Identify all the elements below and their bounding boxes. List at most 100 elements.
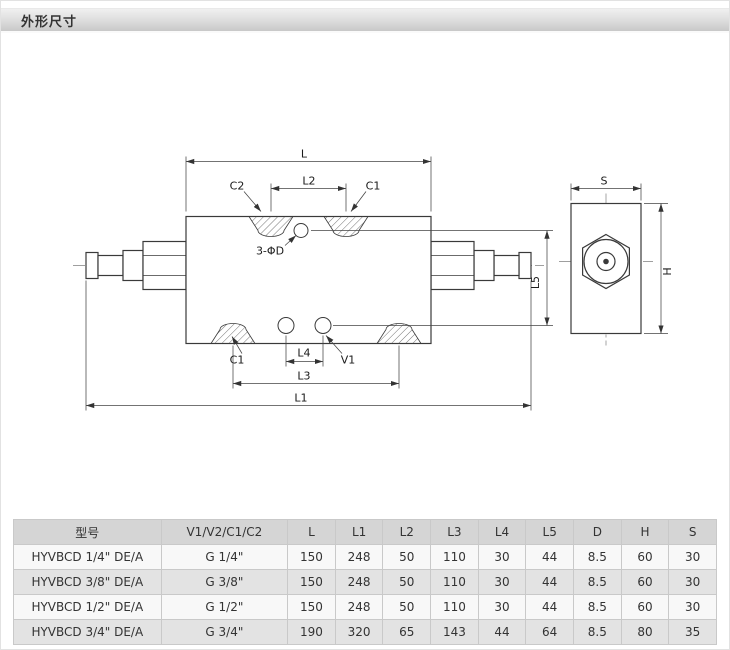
dim-label-C1-top: C1 [366,180,381,193]
table-cell: G 1/4" [160,544,289,570]
table-cell: 30 [668,544,717,570]
right-hex-nut [430,240,475,291]
column-header: 型号 [13,519,162,545]
table-cell: 65 [382,619,432,645]
side-view-hex [581,233,631,290]
table-cell: 64 [525,619,574,645]
dim-label-H: H [661,267,674,275]
table-cell: 30 [668,569,717,595]
table-cell: 80 [620,619,670,645]
table-cell: 110 [430,544,479,570]
table-cell: 190 [287,619,336,645]
column-header: H [620,519,670,545]
table-cell: 8.5 [573,569,622,595]
table-cell: 44 [477,619,527,645]
dim-label-C2-top: C2 [230,180,245,193]
valve-side-view [570,202,642,335]
table-cell: G 3/8" [160,569,289,595]
dim-label-L4: L4 [297,347,310,360]
section-title: 外形尺寸 [21,14,78,30]
table-cell: 8.5 [573,544,622,570]
right-end-cap [518,251,532,280]
table-cell: 150 [287,544,336,570]
port-v1-bottom [376,323,422,344]
dim-label-L: L [301,148,308,161]
table-cell: G 3/4" [160,619,289,645]
table-cell: 30 [668,594,717,620]
table-cell: 44 [525,544,574,570]
column-header: D [573,519,622,545]
dimension-labels: L L2 C2 C1 3-ΦD L5 C1 L4 V1 L3 L1 S H [230,148,674,405]
table-cell: HYVBCD 1/4" DE/A [13,544,162,570]
left-locknut [122,249,144,282]
table-cell: 8.5 [573,619,622,645]
left-end-cap [85,251,99,280]
table-cell: HYVBCD 3/8" DE/A [13,569,162,595]
dim-label-L3: L3 [297,370,310,383]
table-cell: 50 [382,569,432,595]
table-cell: 50 [382,544,432,570]
table-cell: 8.5 [573,594,622,620]
table-cell: 60 [620,594,670,620]
left-hex-nut [142,240,187,291]
column-header: L2 [382,519,432,545]
table-cell: 60 [620,544,670,570]
column-header: V1/V2/C1/C2 [160,519,289,545]
dim-label-C1-bottom: C1 [230,354,245,367]
valve-front-view [85,215,532,345]
valve-dimension-drawing: L L2 C2 C1 3-ΦD L5 C1 L4 V1 L3 L1 S H [73,148,674,411]
table-cell: G 1/2" [160,594,289,620]
section-header-bar: 外形尺寸 [1,8,729,33]
table-cell: 320 [334,619,384,645]
table-cell: 50 [382,594,432,620]
technical-drawing-area: L L2 C2 C1 3-ΦD L5 C1 L4 V1 L3 L1 S H [1,33,729,519]
table-cell: 248 [334,544,384,570]
table-cell: 110 [430,594,479,620]
table-cell: HYVBCD 3/4" DE/A [13,619,162,645]
table-cell: 143 [430,619,479,645]
table-cell: 30 [477,594,527,620]
table-cell: 150 [287,569,336,595]
column-header: L3 [430,519,479,545]
table-cell: HYVBCD 1/2" DE/A [13,594,162,620]
column-header: L4 [477,519,527,545]
table-cell: 44 [525,569,574,595]
right-adjust-stem [493,254,520,277]
port-c1-bottom [210,323,256,344]
hole-callout-3-phi-d: 3-ΦD [256,245,284,258]
column-header: L [287,519,336,545]
column-header: L1 [334,519,384,545]
side-view-body [570,202,642,335]
right-locknut [473,249,495,282]
table-cell: 30 [477,569,527,595]
port-recesses [210,216,422,344]
dim-label-L5: L5 [529,276,542,289]
dimension-lines [85,156,668,411]
table-cell: 30 [477,544,527,570]
dim-label-L2: L2 [302,175,315,188]
dim-label-V1: V1 [341,354,356,367]
table-cell: 110 [430,569,479,595]
column-header: S [668,519,717,545]
table-cell: 248 [334,569,384,595]
hex-facet-lines [143,255,474,276]
dim-label-S: S [601,175,608,188]
left-adjust-stem [97,254,124,277]
table-cell: 35 [668,619,717,645]
table-cell: 150 [287,594,336,620]
table-cell: 60 [620,569,670,595]
table-cell: 248 [334,594,384,620]
port-c2-top [248,216,294,237]
valve-body [185,215,432,345]
table-cell: 44 [525,594,574,620]
